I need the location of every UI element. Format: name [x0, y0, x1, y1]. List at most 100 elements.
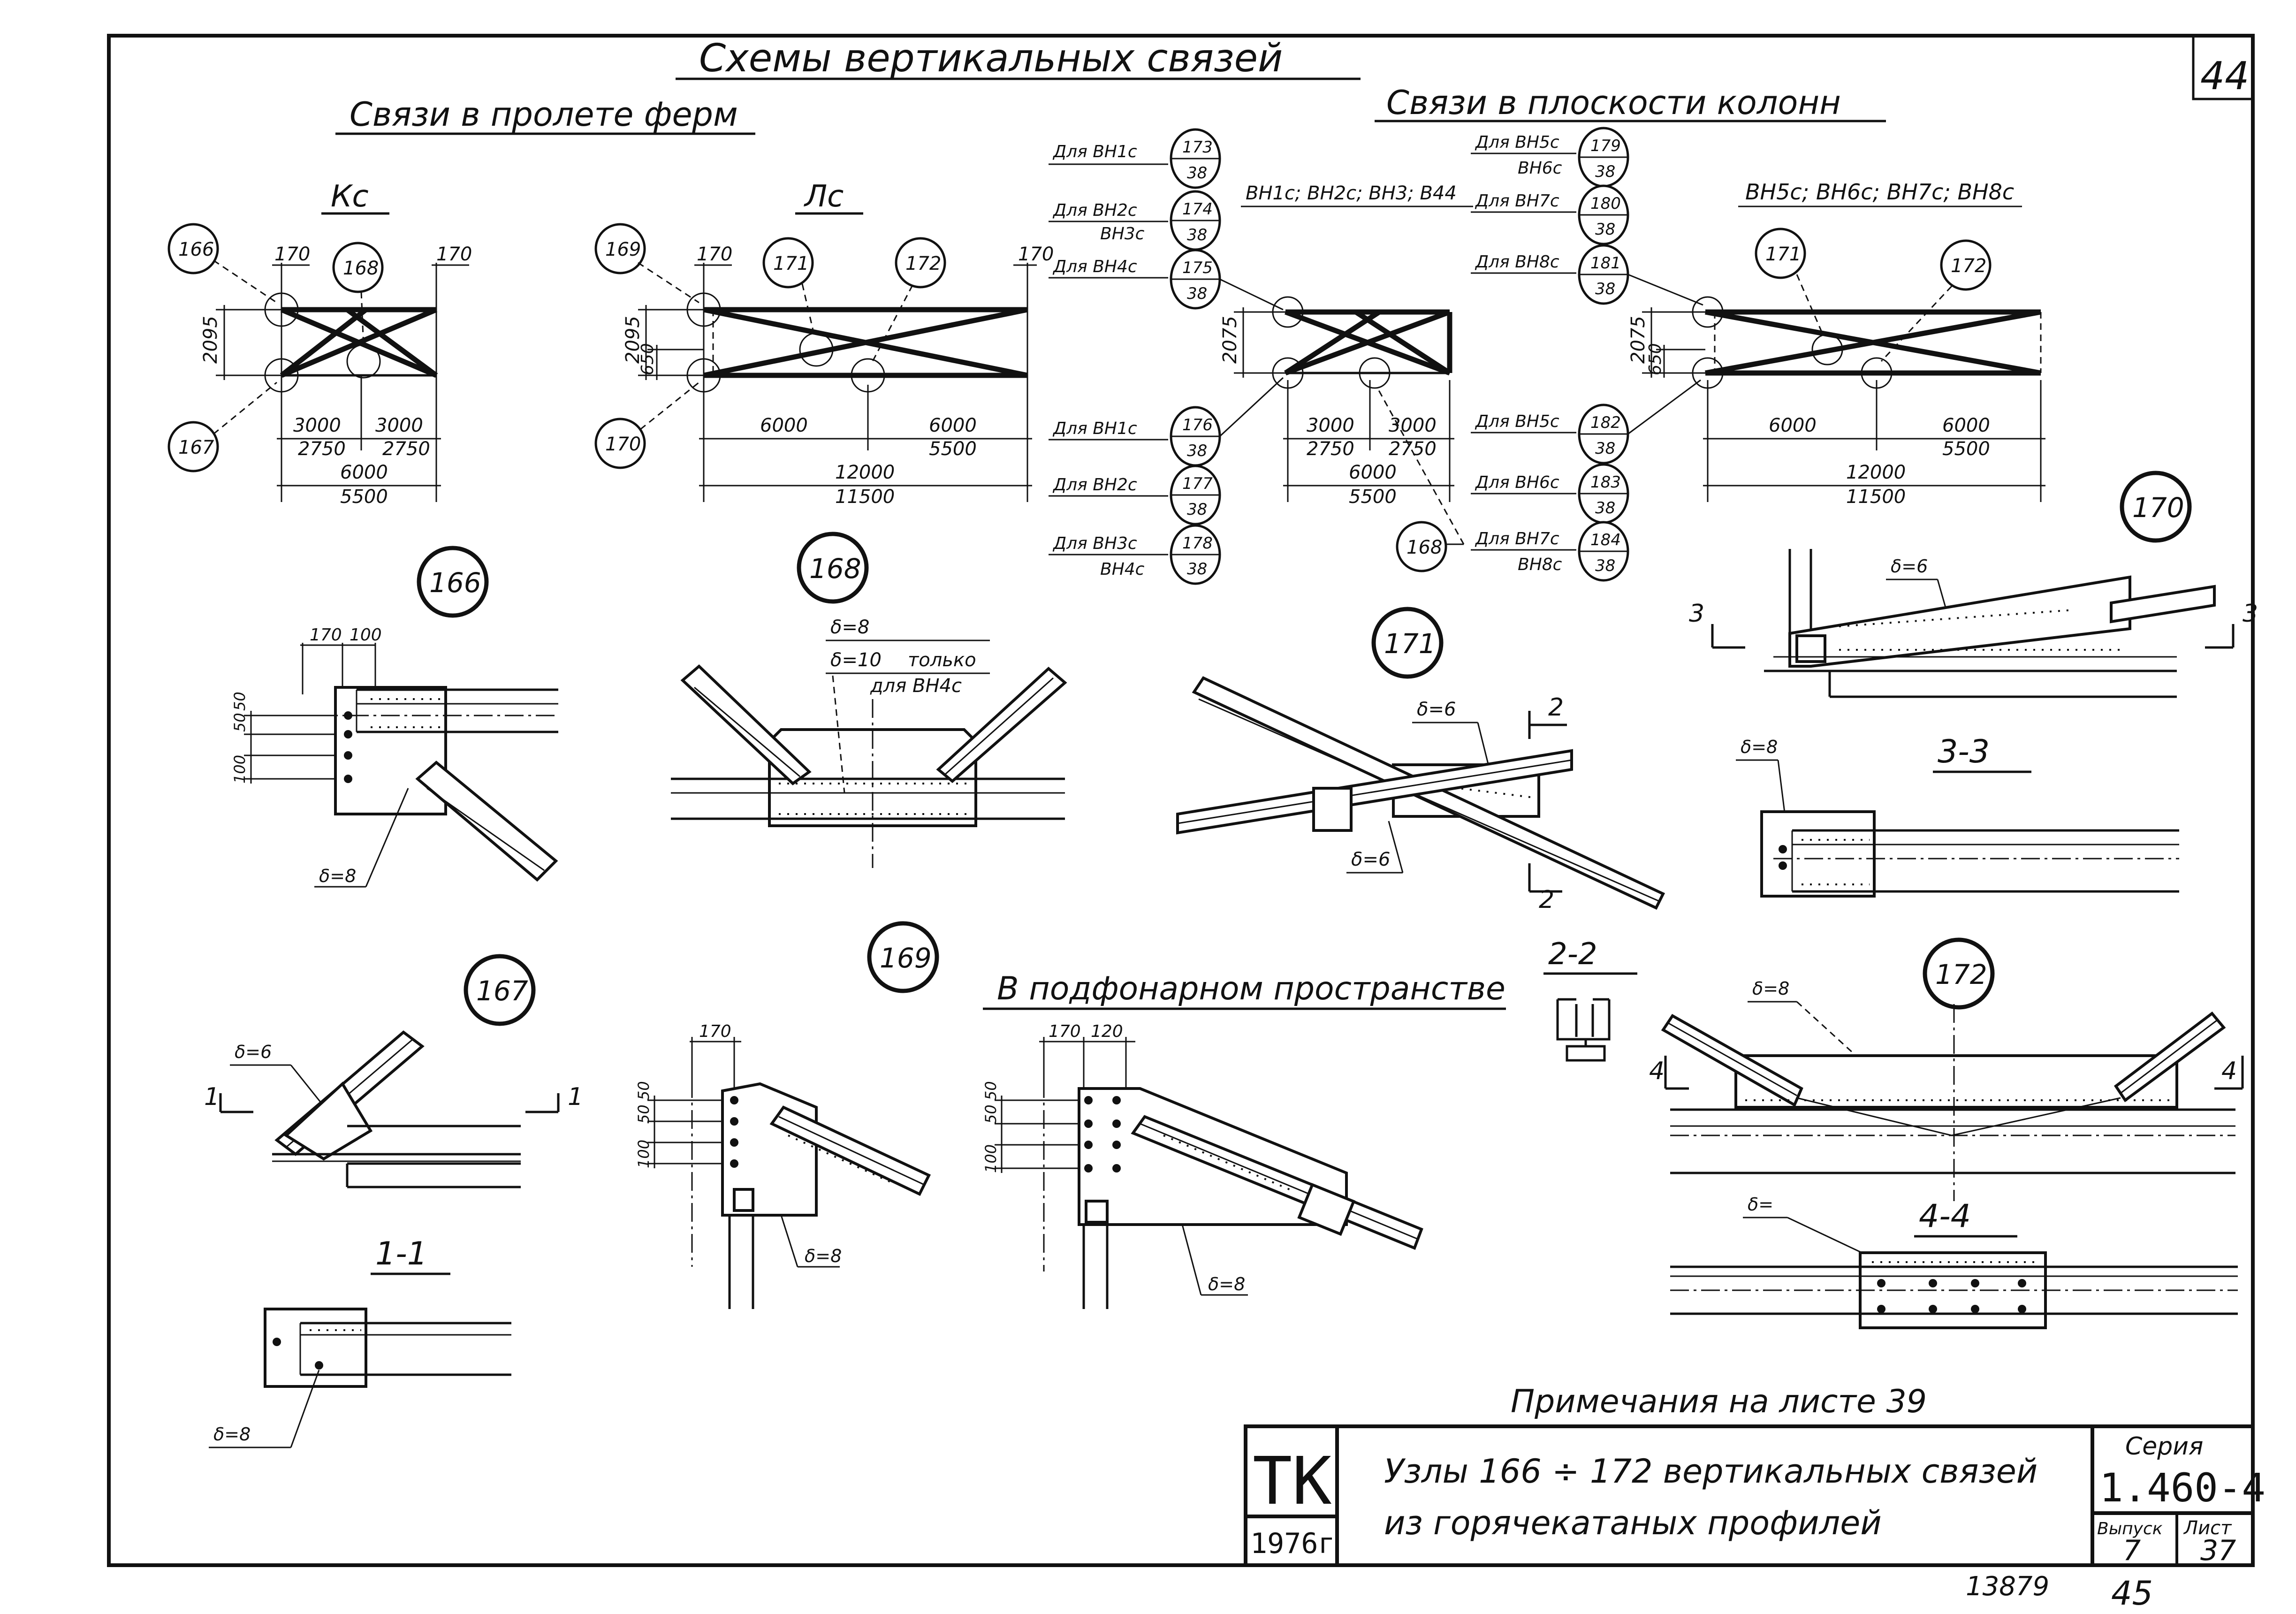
- lc-ref-172[interactable]: 172: [895, 237, 946, 289]
- svg-text:Для ВН7с: Для ВН7с: [1475, 529, 1559, 548]
- col-right-dim-650: 650: [1646, 343, 1665, 375]
- svg-text:170: 170: [2132, 492, 2184, 524]
- callout-180[interactable]: Для ВН7с 180 38: [1471, 184, 1629, 245]
- col-left-dim-3000a: 3000: [1307, 415, 1354, 436]
- node-171: 171 δ=6 δ=6 2 2: [1176, 607, 1665, 914]
- node-169: 169 170 100 50 50 δ=8: [635, 921, 939, 1309]
- kc-dim-5500: 5500: [340, 486, 388, 508]
- col-right-dim-height: 2075: [1627, 316, 1649, 364]
- svg-text:ВН6с: ВН6с: [1518, 159, 1562, 178]
- lc-ref-171[interactable]: 171: [762, 237, 814, 289]
- callout-177[interactable]: Для ВН2с 177 38: [1049, 464, 1221, 525]
- n169-dim-50b: 50: [635, 1081, 653, 1100]
- callout-184[interactable]: Для ВН7с ВН8с 184 38: [1471, 521, 1629, 582]
- section-3-3-label: 3-3: [1938, 733, 1990, 770]
- callout-179[interactable]: Для ВН5с ВН6с 179 38: [1471, 127, 1629, 188]
- lc-dim-6000b: 6000: [929, 415, 977, 436]
- scheme-col-left-label: ВН1с; ВН2с; ВН3; В44: [1246, 183, 1457, 204]
- svg-text:180: 180: [1590, 194, 1621, 213]
- col-right-dim-11500: 11500: [1846, 486, 1906, 508]
- n166-dim-170: 170: [310, 625, 342, 645]
- svg-text:38: 38: [1595, 280, 1615, 298]
- kc-ref-167[interactable]: 167: [167, 421, 219, 472]
- svg-text:38: 38: [1595, 220, 1615, 239]
- svg-text:171: 171: [1765, 244, 1801, 265]
- section-4-4-thk: δ=: [1748, 1194, 1773, 1215]
- section-3-3-thk: δ=8: [1741, 737, 1778, 757]
- node-169-badge[interactable]: 169: [867, 921, 939, 993]
- callout-178[interactable]: Для ВН3с ВН4с 178 38: [1049, 524, 1221, 585]
- svg-text:176: 176: [1182, 416, 1213, 434]
- scheme-kc: Кс 2095 170 170 3000 3000 2750 2750 6000…: [167, 179, 472, 508]
- col-right-dim-6000a: 6000: [1769, 415, 1817, 436]
- title-block: ТК 1976г Узлы 166 ÷ 172 вертикальных свя…: [1244, 1424, 2266, 1567]
- sheet-frame: [107, 34, 2255, 1567]
- callout-182[interactable]: Для ВН5с 182 38: [1471, 404, 1629, 464]
- svg-text:177: 177: [1182, 474, 1213, 493]
- node-171-badge[interactable]: 171: [1371, 607, 1444, 679]
- node-172-badge[interactable]: 172: [1923, 937, 1995, 1010]
- section-2-2: 2-2: [1543, 937, 1637, 1062]
- svg-text:183: 183: [1590, 473, 1621, 492]
- svg-text:38: 38: [1187, 164, 1207, 183]
- svg-text:168: 168: [809, 553, 861, 585]
- svg-text:Для ВН6с: Для ВН6с: [1475, 473, 1559, 492]
- lantern-dim-50b: 50: [982, 1081, 1000, 1100]
- n168-thk2: δ=10: [830, 649, 882, 671]
- callout-174[interactable]: Для ВН2с ВН3с 174 38: [1049, 190, 1221, 251]
- kc-ref-168[interactable]: 168: [332, 242, 384, 293]
- svg-text:184: 184: [1590, 531, 1621, 549]
- n166-dim-50b: 50: [231, 692, 249, 711]
- col-right-ref-172[interactable]: 172: [1940, 239, 1992, 291]
- callout-176[interactable]: Для ВН1с 176 38: [1049, 406, 1221, 467]
- n166-dim-100v: 100: [231, 755, 249, 784]
- sheet-label: Лист: [2183, 1517, 2232, 1539]
- section-1-1-thk: δ=8: [213, 1424, 251, 1445]
- scheme-col-right-label: ВН5с; ВН6с; ВН7с; ВН8с: [1745, 179, 2014, 205]
- node-168-badge[interactable]: 168: [797, 532, 869, 604]
- lc-ref-169[interactable]: 169: [594, 223, 646, 274]
- node-167-badge[interactable]: 167: [464, 954, 536, 1026]
- lc-ref-170[interactable]: 170: [594, 418, 646, 469]
- section-truss-heading: Связи в пролете ферм: [350, 95, 738, 134]
- svg-text:174: 174: [1182, 200, 1213, 219]
- col-left-dim-6000: 6000: [1349, 462, 1397, 483]
- callouts-left: Для ВН1с 173 38 Для ВН2с ВН3с 174 38 Для…: [1049, 128, 1284, 585]
- section-4-4-label: 4-4: [1919, 1198, 1971, 1235]
- svg-text:38: 38: [1595, 499, 1615, 518]
- col-right-dim-12000: 12000: [1846, 462, 1906, 483]
- scheme-kc-label: Кс: [331, 179, 369, 214]
- node-168: 168 δ=8 δ=10 только для ВН4с: [671, 532, 1067, 868]
- svg-text:170: 170: [605, 434, 641, 455]
- lantern-dim-120: 120: [1091, 1022, 1123, 1041]
- col-right-dim-5500: 5500: [1942, 438, 1990, 460]
- callout-173[interactable]: Для ВН1с 173 38: [1049, 128, 1221, 189]
- n167-cut-right: 1: [568, 1083, 583, 1111]
- n169-dim-170: 170: [699, 1022, 731, 1041]
- lc-dim-6000a: 6000: [760, 415, 808, 436]
- section-1-1: 1-1 δ=8: [209, 1235, 511, 1448]
- n170-cut-left: 3: [1689, 600, 1704, 628]
- lantern-dim-100: 100: [982, 1144, 1000, 1173]
- n169-dim-100: 100: [635, 1140, 653, 1168]
- svg-text:166: 166: [429, 567, 481, 599]
- n168-note: только: [908, 649, 976, 671]
- callout-183[interactable]: Для ВН6с 183 38: [1471, 463, 1629, 524]
- sheet-value: 37: [2200, 1534, 2236, 1567]
- callout-181[interactable]: Для ВН8с 181 38: [1471, 244, 1629, 305]
- svg-text:171: 171: [1384, 628, 1436, 660]
- lc-dim-650: 650: [638, 343, 657, 375]
- org-mark: ТК: [1253, 1443, 1332, 1520]
- svg-text:ВН3с: ВН3с: [1100, 224, 1145, 244]
- col-left-ref-168[interactable]: 168: [1396, 521, 1447, 572]
- callout-175[interactable]: Для ВН4с 175 38: [1049, 249, 1221, 310]
- n168-thk1: δ=8: [830, 617, 869, 638]
- svg-text:ВН4с: ВН4с: [1100, 560, 1145, 579]
- col-right-ref-171[interactable]: 171: [1755, 228, 1806, 279]
- kc-ref-166[interactable]: 166: [167, 223, 219, 274]
- node-166-badge[interactable]: 166: [417, 546, 489, 618]
- lc-dim-5500: 5500: [929, 438, 977, 460]
- node-170-badge[interactable]: 170: [2120, 471, 2192, 543]
- svg-text:179: 179: [1590, 137, 1621, 155]
- svg-text:181: 181: [1590, 254, 1621, 273]
